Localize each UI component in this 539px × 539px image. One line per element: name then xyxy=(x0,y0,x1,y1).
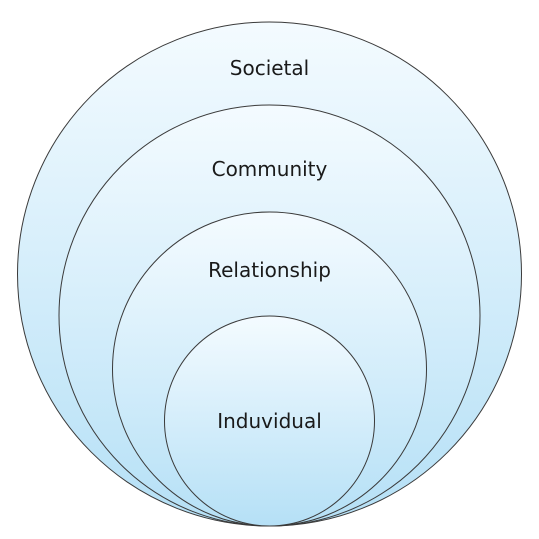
label-societal: Societal xyxy=(230,56,309,80)
label-individual: Induvidual xyxy=(217,409,322,433)
label-community: Community xyxy=(212,157,328,181)
label-relationship: Relationship xyxy=(208,258,331,282)
ring-individual xyxy=(164,315,375,527)
